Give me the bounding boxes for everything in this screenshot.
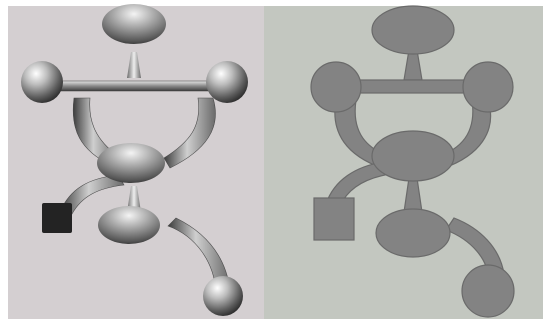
top-ellipse (102, 4, 166, 44)
flat-center-ellipse (371, 130, 455, 182)
shaded-connectors (54, 52, 231, 293)
bottom-margin (8, 319, 543, 325)
flat-tail-sphere (461, 264, 515, 318)
right-sphere (206, 61, 248, 103)
flat-left-sphere (310, 61, 362, 113)
flat-nodes (310, 5, 515, 318)
shaded-nodes (21, 4, 248, 316)
flat-right-sphere (462, 61, 514, 113)
flat-top-ellipse (371, 5, 455, 55)
top-stem-cone (127, 52, 141, 78)
flat-connectors (325, 49, 505, 279)
tail-sphere (203, 276, 243, 316)
flat-lower-ellipse (375, 208, 451, 258)
center-ellipse (97, 143, 165, 183)
right-arm-tube (163, 97, 216, 169)
lower-ellipse (98, 206, 160, 244)
crossbar (54, 80, 228, 92)
square-block (42, 203, 72, 233)
left-sphere (21, 61, 63, 103)
flat-square-block (313, 197, 355, 241)
middle-stem-cone (127, 186, 141, 212)
